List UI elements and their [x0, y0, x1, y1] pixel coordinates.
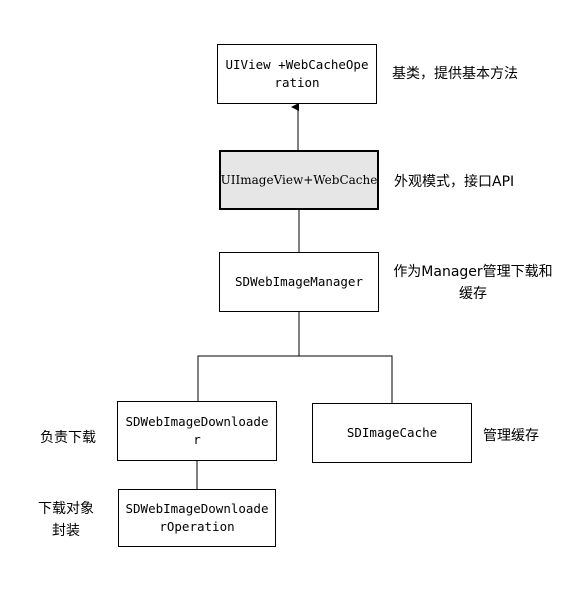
sdwebimagemanager-box: SDWebImageManager [219, 252, 379, 312]
note-manager: 作为Manager管理下载和缓存 [393, 264, 553, 302]
note-cache: 管理缓存 [483, 428, 539, 444]
note-downloader: 负责下载 [40, 430, 96, 446]
uiimageview-webcache-box: UIImageView+WebCache [219, 150, 379, 210]
sdwebimagedownloader-box: SDWebImageDownloader [117, 401, 277, 461]
sdimagecache-box: SDImageCache [312, 403, 472, 463]
tree-manager-branches [197, 355, 393, 404]
note-operation: 下载对象封装 [38, 501, 94, 539]
uiview-webcacheoperation-box: UIView +WebCacheOperation [217, 44, 377, 104]
sdwebimagedownloaderoperation-box: SDWebImageDownloaderOperation [118, 489, 276, 547]
note-imageview: 外观模式，接口API [394, 174, 515, 190]
note-uiview: 基类，提供基本方法 [392, 66, 518, 82]
